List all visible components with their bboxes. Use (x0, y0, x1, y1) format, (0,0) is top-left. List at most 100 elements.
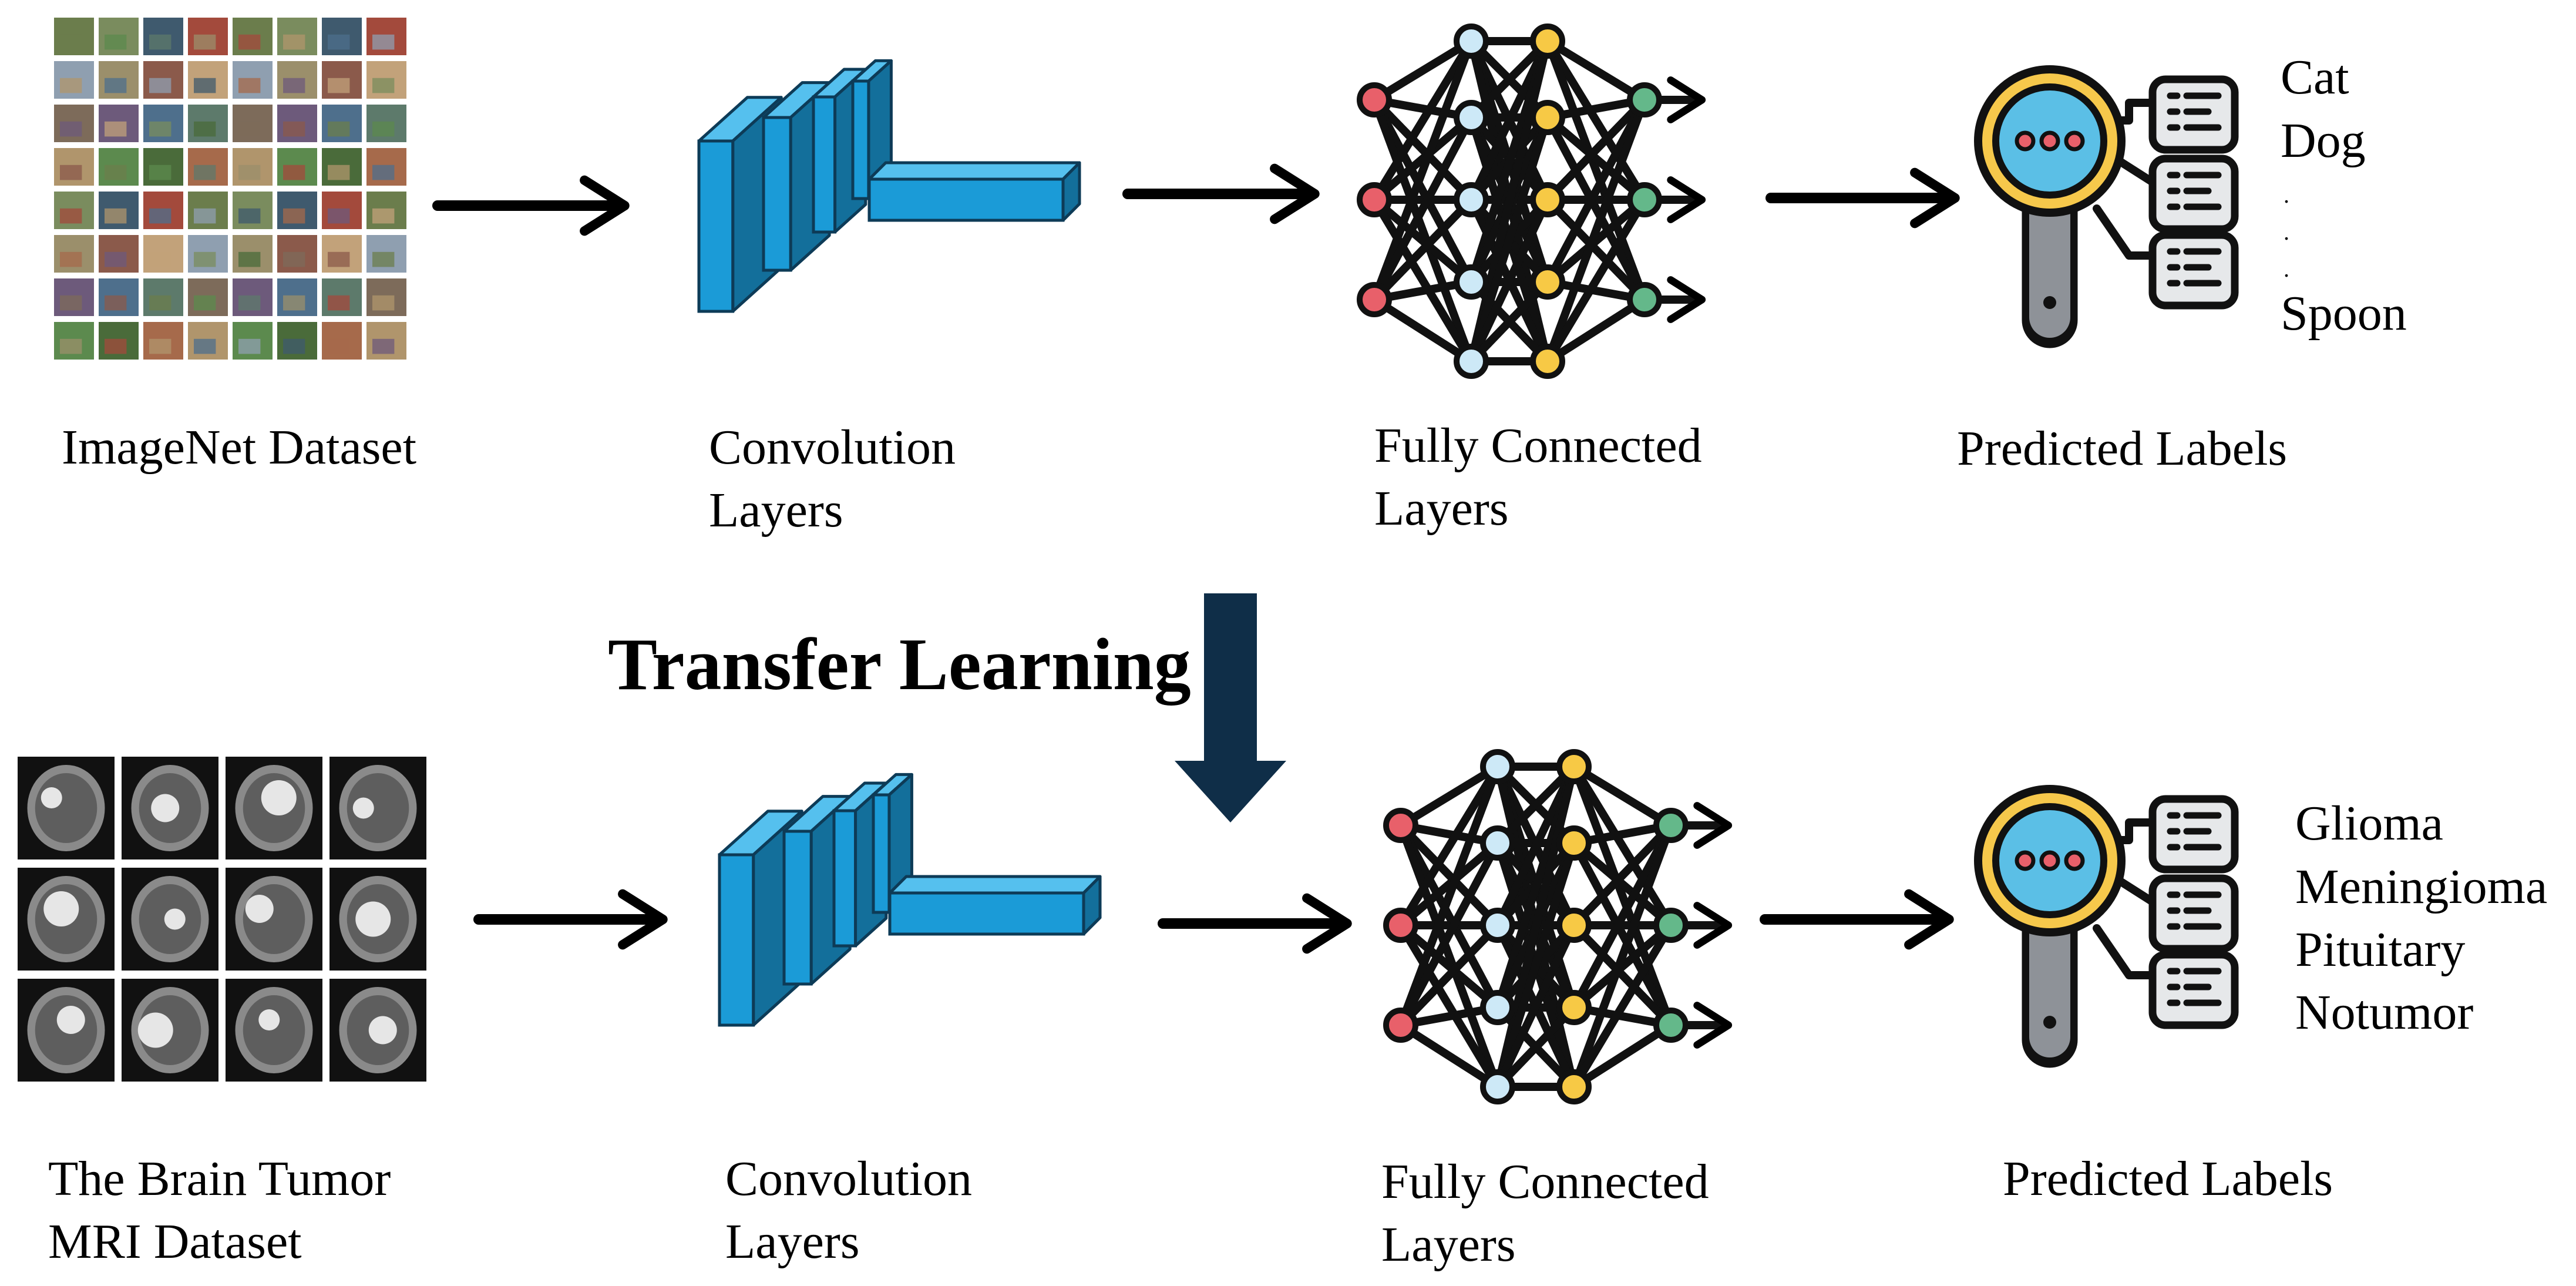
fc-hidden-node (1556, 749, 1592, 784)
conv-layer-front (782, 830, 813, 986)
fc-hidden-node (1454, 23, 1489, 59)
mri-tumor-region (258, 1009, 280, 1030)
fc-connection (1467, 37, 1552, 204)
fc-connection (1397, 921, 1502, 1012)
magnifier-handle-hole (2043, 1016, 2056, 1029)
fc-connection (1397, 763, 1502, 830)
mri-tumor-region (56, 1006, 85, 1034)
flatten-bar-front (888, 891, 1085, 936)
fc-hidden-node (1480, 825, 1515, 861)
imagenet-thumbnail-detail (372, 78, 395, 93)
fc-connection (1543, 113, 1649, 204)
conv-label-line1-top: Convolution (709, 420, 956, 475)
imagenet-thumbnail-detail (194, 78, 216, 93)
fc-connection (1570, 763, 1675, 830)
mri-tumor-region (137, 1012, 173, 1048)
imagenet-thumbnail-detail (194, 121, 216, 137)
mri-brain-inner (35, 773, 97, 843)
conv-layer-front (872, 793, 891, 914)
magnifier-dot (2064, 850, 2085, 871)
mri-tumor-region (352, 797, 374, 819)
imagenet-thumbnail-detail (105, 338, 127, 354)
fc-connection (1494, 763, 1578, 929)
transfer-learning-arrow (1175, 593, 1286, 822)
fc-hidden-node (1480, 908, 1515, 943)
imagenet-thumbnail-detail (372, 338, 395, 354)
imagenet-thumbnail-detail (238, 295, 261, 311)
imagenet-thumbnail-detail (149, 251, 171, 267)
fc-connection (1397, 763, 1502, 1029)
fc-connection (1370, 196, 1475, 365)
fc-connection (1370, 37, 1475, 304)
mri-tumor-region (355, 901, 391, 937)
conv-layer-front (851, 79, 870, 200)
imagenet-thumbnail-detail (238, 78, 261, 93)
imagenet-thumbnail-detail (283, 338, 305, 354)
imagenet-thumbnail-detail (194, 208, 216, 224)
imagenet-thumbnail-detail (283, 295, 305, 311)
flatten-bar-top (867, 161, 1081, 181)
fc-connection (1570, 821, 1675, 1012)
imagenet-thumbnail-grid (54, 18, 406, 360)
fc-hidden-node (1454, 100, 1489, 135)
imagenet-thumbnail-detail (149, 295, 171, 311)
fc-input-node (1357, 82, 1392, 117)
fc-connection (1570, 763, 1675, 929)
imagenet-thumbnail-detail (194, 295, 216, 311)
imagenet-thumbnail-detail (328, 121, 350, 137)
imagenet-thumbnail-detail (60, 164, 82, 180)
imagenet-thumbnail-detail (194, 34, 216, 50)
imagenet-thumbnail-detail (238, 338, 261, 354)
fc-connection (1570, 921, 1675, 1029)
imagenet-thumbnail-detail (238, 208, 261, 224)
fc-output-node (1627, 282, 1662, 317)
imagenet-thumbnail-detail (60, 34, 82, 50)
fc-connection (1397, 839, 1502, 929)
conv-label-line2-top: Layers (709, 483, 843, 538)
imagenet-thumbnail-detail (283, 164, 305, 180)
fc-input-node (1357, 282, 1392, 317)
imagenet-thumbnail-detail (105, 121, 127, 137)
conv-label-line1-bottom: Convolution (725, 1151, 973, 1206)
fc-connection (1543, 37, 1649, 304)
imagenet-thumbnail-detail (194, 251, 216, 267)
imagenet-thumbnail-detail (194, 164, 216, 180)
imagenet-thumbnail-detail (105, 251, 127, 267)
transfer-learning-title: Transfer Learning (608, 624, 1191, 706)
imagenet-thumbnail-detail (372, 295, 395, 311)
imagenet-thumbnail-detail (372, 208, 395, 224)
imagenet-thumbnail-detail (149, 208, 171, 224)
magnifier-connector (2093, 204, 2157, 260)
class-label: Glioma (2295, 796, 2443, 851)
imagenet-thumbnail-detail (238, 121, 261, 137)
magnifier-dot (2064, 130, 2085, 152)
fc-connection (1570, 1021, 1675, 1091)
class-label: Spoon (2281, 286, 2407, 341)
conv-layer-front (697, 139, 735, 313)
fc-connection (1570, 821, 1675, 1091)
fc-connection (1494, 839, 1578, 1091)
fc-connection (1467, 37, 1552, 122)
imagenet-thumbnail-detail (60, 338, 82, 354)
fc-label-line1-top: Fully Connected (1374, 418, 1702, 473)
fc-connection (1370, 96, 1475, 365)
fc-hidden-node (1556, 908, 1592, 943)
mri-tumor-region (43, 891, 79, 926)
fc-connection (1397, 839, 1502, 1029)
conv-layer-front (762, 116, 792, 272)
fc-input-node (1383, 908, 1418, 943)
magnifier-dot (2039, 130, 2060, 152)
imagenet-thumbnail-detail (238, 34, 261, 50)
imagenet-thumbnail-detail (105, 208, 127, 224)
fc-connection (1543, 96, 1649, 204)
fc-hidden-node (1530, 100, 1565, 135)
magnifier-dot (2039, 850, 2060, 871)
imagenet-thumbnail-detail (372, 251, 395, 267)
fc-input-node (1357, 182, 1392, 217)
fc-connection (1397, 821, 1502, 1091)
imagenet-thumbnail-detail (149, 34, 171, 50)
fc-connection (1494, 763, 1578, 847)
predicted-labels-top: Predicted Labels (1957, 421, 2288, 476)
fc-hidden-node (1454, 182, 1489, 217)
fc-connection (1570, 821, 1675, 929)
